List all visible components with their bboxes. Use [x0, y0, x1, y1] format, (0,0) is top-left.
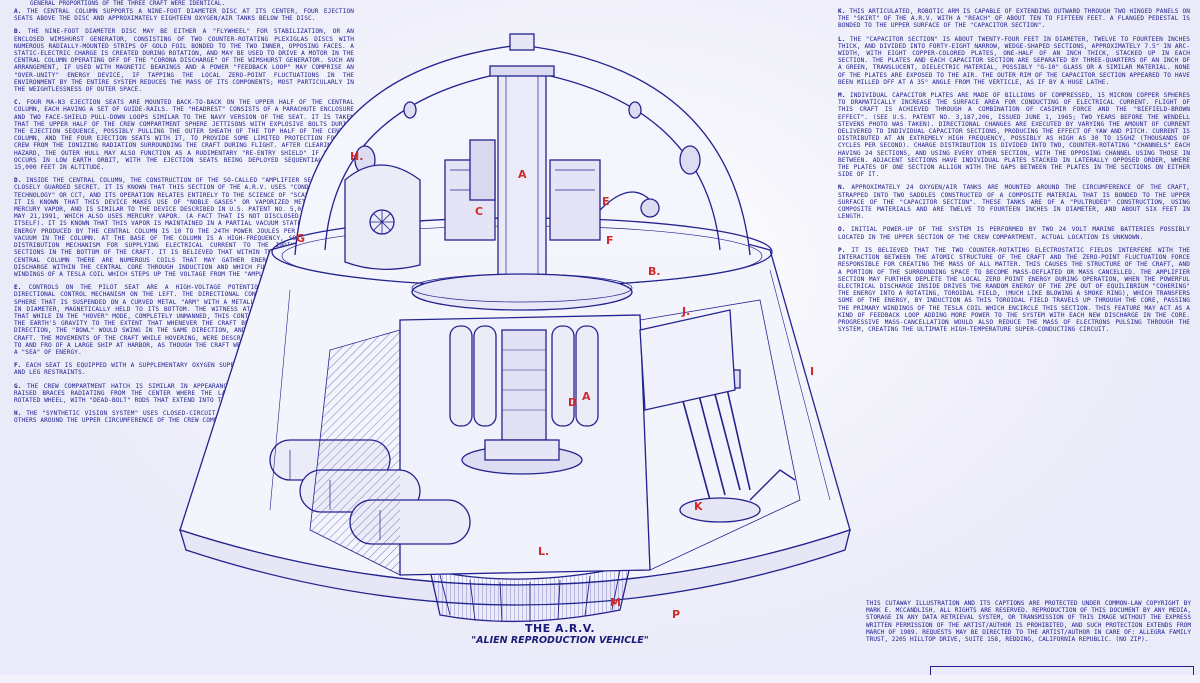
- paragraph-key: P.: [838, 246, 846, 254]
- label-k: K: [694, 500, 703, 513]
- left-paragraph: C. FOUR MA-N3 EJECTION SEATS ARE MOUNTED…: [14, 99, 354, 171]
- flywheel-disc: [411, 273, 633, 311]
- paragraph-key: F.: [14, 362, 22, 370]
- paragraph-text: THE NINE-FOOT DIAMETER DISC MAY BE EITHE…: [14, 28, 354, 94]
- dome-cap: [509, 33, 535, 51]
- paragraph-text: THE CREW COMPARTMENT HATCH IS SIMILAR IN…: [14, 382, 354, 404]
- label-b: B.: [648, 265, 661, 278]
- cutaway-svg: A C E F H. G B. J. D A I K L. M P: [179, 33, 851, 623]
- paragraph-text: THE "SYNTHETIC VISION SYSTEM" USES CLOSE…: [14, 410, 354, 425]
- paragraph-key: E.: [14, 284, 22, 292]
- paragraph-key: B.: [14, 28, 22, 36]
- left-paragraph: D. INSIDE THE CENTRAL COLUMN, THE CONSTR…: [14, 177, 354, 278]
- signature-box: [930, 666, 1194, 675]
- label-h: H.: [350, 150, 363, 163]
- right-paragraph: M. INDIVIDUAL CAPACITOR PLATES ARE MADE …: [838, 92, 1190, 178]
- paragraph-key: D.: [14, 177, 22, 185]
- ejection-seat-right: [549, 159, 601, 241]
- caption-subtitle: "ALIEN REPRODUCTION VEHICLE": [471, 635, 649, 646]
- paragraph-text: FOUR MA-N3 EJECTION SEATS ARE MOUNTED BA…: [14, 99, 354, 172]
- paragraph-text: THE CENTRAL COLUMN SUPPORTS A NINE-FOOT …: [14, 8, 354, 23]
- control-arm: [599, 191, 651, 211]
- right-paragraph: K. THIS ARTICULATED, ROBOTIC ARM IS CAPA…: [838, 8, 1190, 30]
- paragraph-text: THIS ARTICULATED, ROBOTIC ARM IS CAPABLE…: [838, 8, 1190, 30]
- label-j: J.: [681, 305, 690, 318]
- left-paragraph: H. THE "SYNTHETIC VISION SYSTEM" USES CL…: [14, 410, 354, 424]
- ejection-seat-rear: [469, 139, 496, 201]
- diagram-caption: THE A.R.V. "ALIEN REPRODUCTION VEHICLE": [420, 622, 700, 646]
- label-c: C: [475, 205, 483, 218]
- base-segment-band: [429, 565, 631, 623]
- paragraph-key: N.: [838, 184, 846, 192]
- arv-cutaway-diagram: A C E F H. G B. J. D A I K L. M P: [150, 30, 890, 630]
- paragraph-key: A.: [14, 8, 22, 15]
- access-panel: [639, 309, 736, 411]
- right-text-column: K. THIS ARTICULATED, ROBOTIC ARM IS CAPA…: [838, 8, 1190, 593]
- amplifier-section: [501, 329, 547, 441]
- paragraph-key: H.: [14, 410, 22, 418]
- label-d: D: [568, 396, 577, 409]
- paragraph-text: CONTROLS ON THE PILOT SEAT ARE A HIGH-VO…: [14, 284, 354, 356]
- crew-hatch: [344, 164, 421, 270]
- label-i: I: [810, 365, 814, 378]
- header-line: GENERAL PROPORTIONS OF THE THREE CRAFT W…: [30, 0, 226, 7]
- left-paragraph: A. THE CENTRAL COLUMN SUPPORTS A NINE-FO…: [14, 8, 354, 22]
- right-paragraph: P. IT IS BELIEVED THAT THE TWO COUNTER-R…: [838, 247, 1190, 333]
- left-text-column: A. THE CENTRAL COLUMN SUPPORTS A NINE-FO…: [14, 8, 354, 683]
- label-p: P: [672, 608, 680, 621]
- paragraph-key: M.: [838, 92, 846, 100]
- paragraph-key: G.: [14, 382, 22, 390]
- copyright-notice: THIS CUTAWAY ILLUSTRATION AND ITS CAPTIO…: [866, 600, 1191, 644]
- label-m: M: [610, 596, 621, 609]
- left-paragraph: F. EACH SEAT IS EQUIPPED WITH A SUPPLEME…: [14, 362, 354, 376]
- left-paragraph: E. CONTROLS ON THE PILOT SEAT ARE A HIGH…: [14, 284, 354, 356]
- paragraph-text: APPROXIMATELY 24 OXYGEN/AIR TANKS ARE MO…: [838, 184, 1190, 221]
- paragraph-key: C.: [14, 99, 22, 107]
- right-paragraph: N. APPROXIMATELY 24 OXYGEN/AIR TANKS ARE…: [838, 184, 1190, 220]
- paragraph-text: EACH SEAT IS EQUIPPED WITH A SUPPLEMENTA…: [14, 362, 354, 377]
- label-l: L.: [538, 545, 549, 558]
- label-e: E: [602, 195, 610, 208]
- paragraph-key: K.: [838, 8, 846, 15]
- paragraph-key: O.: [838, 226, 846, 234]
- paragraph-text: THE "CAPACITOR SECTION" IS ABOUT TWENTY-…: [838, 35, 1190, 86]
- label-f: F: [606, 234, 614, 247]
- left-paragraph: G. THE CREW COMPARTMENT HATCH IS SIMILAR…: [14, 383, 354, 405]
- paragraph-text: INITIAL POWER-UP OF THE SYSTEM IS PERFOR…: [838, 226, 1190, 241]
- label-a-top: A: [518, 168, 527, 181]
- left-paragraph: B. THE NINE-FOOT DIAMETER DISC MAY BE EI…: [14, 28, 354, 93]
- label-a-bottom: A: [582, 390, 591, 403]
- paragraph-text: IT IS BELIEVED THAT THE TWO COUNTER-ROTA…: [838, 246, 1190, 334]
- right-paragraph: O. INITIAL POWER-UP OF THE SYSTEM IS PER…: [838, 226, 1190, 240]
- label-g: G: [296, 232, 305, 245]
- paragraph-key: L.: [838, 35, 846, 43]
- paragraph-text: INDIVIDUAL CAPACITOR PLATES ARE MADE OF …: [838, 92, 1190, 179]
- capacitor-rim: [179, 529, 851, 606]
- paragraph-text: INSIDE THE CENTRAL COLUMN, THE CONSTRUCT…: [14, 177, 354, 278]
- right-paragraph: L. THE "CAPACITOR SECTION" IS ABOUT TWEN…: [838, 36, 1190, 86]
- caption-title: THE A.R.V.: [524, 622, 596, 635]
